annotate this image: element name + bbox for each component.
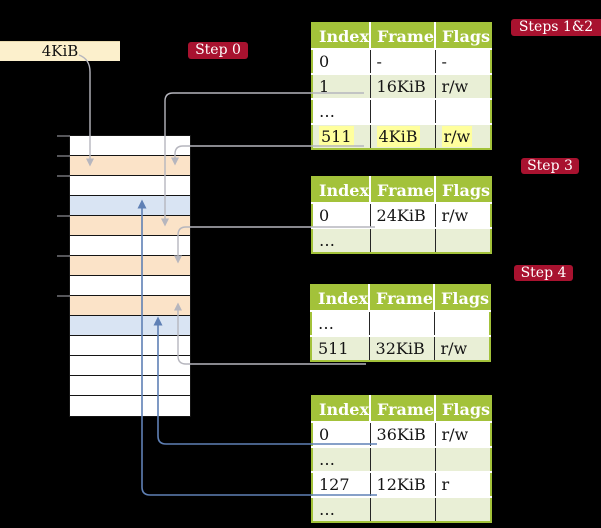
- cell-index: 511: [311, 335, 370, 361]
- column-header-flags: Flags: [433, 285, 491, 311]
- badge-step-3: Step 3: [521, 158, 579, 174]
- memory-row: [70, 256, 190, 276]
- table-row: 0 24KiB r/w: [312, 202, 492, 228]
- memory-row: [70, 156, 190, 176]
- cell-index: …: [312, 227, 371, 253]
- badge-step-0: Step 0: [188, 42, 248, 59]
- cell-frame: 32KiB: [368, 335, 435, 361]
- memory-row: [70, 336, 190, 356]
- cell-index: …: [312, 98, 371, 124]
- table-header-row: Index Frame Flags: [312, 23, 492, 49]
- column-header-flags: Flags: [434, 396, 492, 422]
- cell-frame: 4KiB: [369, 123, 436, 149]
- memory-row: [70, 276, 190, 296]
- cell-flags: [434, 98, 492, 124]
- cell-flags: [433, 310, 491, 336]
- table-header-row: Index Frame Flags: [312, 396, 492, 422]
- memory-row: [70, 176, 190, 196]
- memory-row: [70, 196, 190, 216]
- cell-frame: 12KiB: [369, 471, 436, 497]
- cell-index: 0: [312, 421, 371, 447]
- memory-row: [70, 216, 190, 236]
- table-row-highlighted: 511 4KiB r/w: [312, 123, 492, 149]
- table-row: …: [312, 446, 492, 472]
- cell-index: 1: [312, 73, 371, 99]
- cell-flags: r/w: [434, 421, 492, 447]
- cell-frame: 24KiB: [369, 202, 436, 228]
- memory-row: [70, 296, 190, 316]
- memory-row: [70, 356, 190, 376]
- cell-frame: 36KiB: [369, 421, 436, 447]
- memory-row: [70, 136, 190, 156]
- cell-frame: [369, 227, 436, 253]
- cell-flags: [434, 496, 492, 522]
- table-row: 511 32KiB r/w: [311, 335, 491, 361]
- cell-index: 127: [312, 471, 371, 497]
- cell-flags: r/w: [434, 73, 492, 99]
- cell-index: 0: [312, 48, 371, 74]
- cell-frame: 16KiB: [369, 73, 436, 99]
- column-header-index: Index: [312, 396, 371, 422]
- frame-size-label: 4KiB: [0, 41, 120, 61]
- table-row: 0 - -: [312, 48, 492, 74]
- page-table-step-4: Index Frame Flags … 511 32KiB r/w: [310, 284, 492, 362]
- table-row: 0 36KiB r/w: [312, 421, 492, 447]
- table-row: …: [311, 310, 491, 336]
- cell-index: …: [312, 446, 371, 472]
- column-header-frame: Frame: [369, 396, 436, 422]
- cell-frame: [369, 446, 436, 472]
- cell-index: …: [312, 496, 371, 522]
- cell-flags: r/w: [434, 123, 492, 149]
- badge-steps-1-2: Steps 1&2: [511, 19, 601, 36]
- table-row: …: [312, 227, 492, 253]
- cell-flags: -: [434, 48, 492, 74]
- cell-flags: r: [434, 471, 492, 497]
- cell-frame: [369, 496, 436, 522]
- cell-frame: [368, 310, 435, 336]
- column-header-index: Index: [311, 285, 370, 311]
- memory-row: [70, 236, 190, 256]
- column-header-frame: Frame: [369, 23, 436, 49]
- table-row: 127 12KiB r: [312, 471, 492, 497]
- cell-index: 0: [312, 202, 371, 228]
- memory-row: [70, 376, 190, 396]
- physical-memory-column: [69, 135, 191, 417]
- page-table-leaf: Index Frame Flags 0 36KiB r/w … 127 12Ki…: [311, 395, 493, 523]
- column-header-index: Index: [312, 177, 371, 203]
- cell-index: 511: [312, 123, 371, 149]
- column-header-index: Index: [312, 23, 371, 49]
- cell-frame: -: [369, 48, 436, 74]
- cell-flags: [434, 446, 492, 472]
- table-row: …: [312, 496, 492, 522]
- table-row: 1 16KiB r/w: [312, 73, 492, 99]
- column-header-flags: Flags: [434, 23, 492, 49]
- column-header-flags: Flags: [434, 177, 492, 203]
- cell-frame: [369, 98, 436, 124]
- page-table-steps-1-2: Index Frame Flags 0 - - 1 16KiB r/w … 51…: [311, 22, 493, 150]
- badge-step-4: Step 4: [514, 265, 573, 281]
- cell-flags: r/w: [434, 202, 492, 228]
- table-header-row: Index Frame Flags: [312, 177, 492, 203]
- table-row: …: [312, 98, 492, 124]
- memory-row: [70, 316, 190, 336]
- cell-flags: r/w: [433, 335, 491, 361]
- page-table-step-3: Index Frame Flags 0 24KiB r/w …: [311, 176, 493, 254]
- memory-row: [70, 396, 190, 416]
- cell-index: …: [311, 310, 370, 336]
- column-header-frame: Frame: [368, 285, 435, 311]
- table-header-row: Index Frame Flags: [311, 285, 491, 311]
- column-header-frame: Frame: [369, 177, 436, 203]
- cell-flags: [434, 227, 492, 253]
